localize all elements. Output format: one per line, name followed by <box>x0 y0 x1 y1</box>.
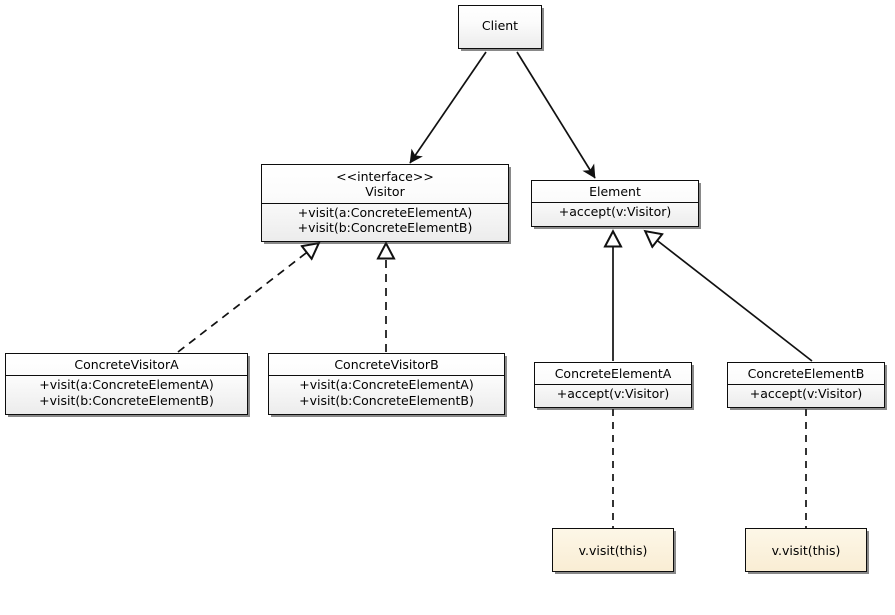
member-concretevisitora-0: +visit(a:ConcreteElementA) <box>39 377 214 393</box>
note-concreteelementb[interactable]: v.visit(this) <box>745 528 867 572</box>
class-name-concreteelementb: ConcreteElementB <box>747 366 865 381</box>
edge-client-to-visitor <box>409 51 487 164</box>
class-name-concretevisitorb: ConcreteVisitorB <box>334 357 439 372</box>
class-members-visitor: +visit(a:ConcreteElementA) +visit(b:Conc… <box>262 202 508 238</box>
member-element-0: +accept(v:Visitor) <box>558 204 672 220</box>
class-members-concretevisitorb: +visit(a:ConcreteElementA) +visit(b:Conc… <box>269 375 504 410</box>
note-text-concreteelementb: v.visit(this) <box>771 542 841 558</box>
class-name-element: Element <box>589 184 641 199</box>
class-box-concretevisitorb[interactable]: ConcreteVisitorB +visit(a:ConcreteElemen… <box>268 353 505 415</box>
class-name-client: Client <box>481 18 519 33</box>
class-name-concreteelementa: ConcreteElementA <box>554 366 672 381</box>
class-members-concreteelementb: +accept(v:Visitor) <box>728 384 884 403</box>
note-text-concreteelementa: v.visit(this) <box>578 542 648 558</box>
class-box-concreteelementb[interactable]: ConcreteElementB +accept(v:Visitor) <box>727 362 885 408</box>
member-concretevisitora-1: +visit(b:ConcreteElementB) <box>39 392 214 408</box>
class-box-visitor[interactable]: <<interface>> Visitor +visit(a:ConcreteE… <box>261 164 509 242</box>
member-visitor-1: +visit(b:ConcreteElementB) <box>297 219 473 235</box>
member-concretevisitorb-0: +visit(a:ConcreteElementA) <box>299 377 474 393</box>
class-name-concretevisitora: ConcreteVisitorA <box>74 357 179 372</box>
note-concreteelementa[interactable]: v.visit(this) <box>552 528 674 572</box>
edge-client-to-element <box>516 51 596 179</box>
class-box-client[interactable]: Client <box>458 5 542 49</box>
member-concreteelementb-0: +accept(v:Visitor) <box>749 386 863 402</box>
class-box-concreteelementa[interactable]: ConcreteElementA +accept(v:Visitor) <box>534 362 692 408</box>
class-members-element: +accept(v:Visitor) <box>532 202 698 221</box>
edge-concreteelementb-to-element <box>645 231 813 362</box>
class-header-visitor: <<interface>> Visitor <box>262 165 508 203</box>
class-box-concretevisitora[interactable]: ConcreteVisitorA +visit(a:ConcreteElemen… <box>5 353 248 415</box>
class-box-element[interactable]: Element +accept(v:Visitor) <box>531 180 699 227</box>
class-members-concreteelementa: +accept(v:Visitor) <box>535 384 691 403</box>
class-stereotype-visitor: <<interface>> <box>336 169 434 184</box>
edge-concretevisitora-to-visitor <box>177 243 319 353</box>
class-members-concretevisitora: +visit(a:ConcreteElementA) +visit(b:Conc… <box>6 375 247 410</box>
class-name-visitor: Visitor <box>365 184 405 200</box>
member-visitor-0: +visit(a:ConcreteElementA) <box>297 204 473 220</box>
member-concreteelementa-0: +accept(v:Visitor) <box>556 386 670 402</box>
member-concretevisitorb-1: +visit(b:ConcreteElementB) <box>299 392 474 408</box>
